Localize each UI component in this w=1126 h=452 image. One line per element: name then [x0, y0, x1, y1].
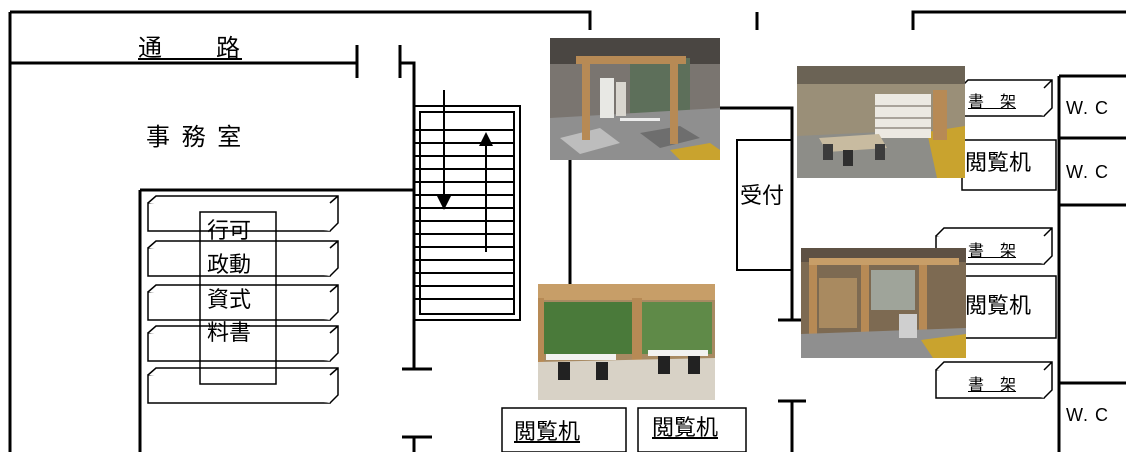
photo-wooden-frame-reading-corner: [550, 38, 720, 160]
desk-3: [501, 407, 627, 452]
shelf-label-3: 書 架: [968, 375, 1017, 394]
cabinet-2: [147, 240, 339, 277]
cabinet-label-4: 料書: [207, 321, 252, 346]
reception-counter: [736, 139, 793, 271]
desk-4: [637, 407, 747, 452]
stair-arrow-up: [479, 132, 493, 146]
desk-label-2: 閲覧机: [965, 294, 1032, 319]
desk-2: [961, 275, 1057, 339]
cabinet-label-3: 資式: [207, 288, 252, 313]
office-partition: [400, 61, 416, 368]
wc-label-2: W. C: [1066, 162, 1109, 182]
shelf-2: [935, 227, 1053, 265]
office-label: 事 務 室: [146, 123, 244, 151]
corridor-label: 通 路: [138, 34, 242, 62]
shelf-label-1: 書 架: [968, 92, 1017, 111]
photo-desks-by-window: [538, 284, 715, 400]
desk-label-4: 閲覧机: [652, 416, 719, 441]
photo-reading-table-with-shelves: [797, 66, 965, 178]
wc-label-1: W. C: [1066, 98, 1109, 118]
staircase: [413, 105, 521, 321]
desk-label-1: 閲覧机: [965, 151, 1032, 176]
cabinet-3: [147, 284, 339, 321]
desk-label-3: 閲覧机: [514, 420, 581, 445]
staircase-inner: [419, 111, 515, 315]
cabinet-label-box: [199, 211, 277, 385]
wc-label-3: W. C: [1066, 405, 1109, 425]
cabinet-label-1: 行可: [207, 219, 252, 244]
top-wall-left: [10, 10, 592, 30]
shelf-label-2: 書 架: [968, 241, 1017, 260]
reception-label: 受付: [740, 184, 785, 209]
top-wall-right: [911, 10, 1126, 30]
cabinet-label-2: 政動: [207, 253, 252, 278]
cabinet-1: [147, 195, 339, 232]
shelf-1: [959, 79, 1053, 117]
cabinet-4: [147, 325, 339, 362]
photo-wooden-partition-room: [801, 248, 966, 358]
cabinet-5: [147, 367, 339, 404]
shelf-3: [935, 361, 1053, 399]
stair-arrow-down: [437, 196, 451, 210]
